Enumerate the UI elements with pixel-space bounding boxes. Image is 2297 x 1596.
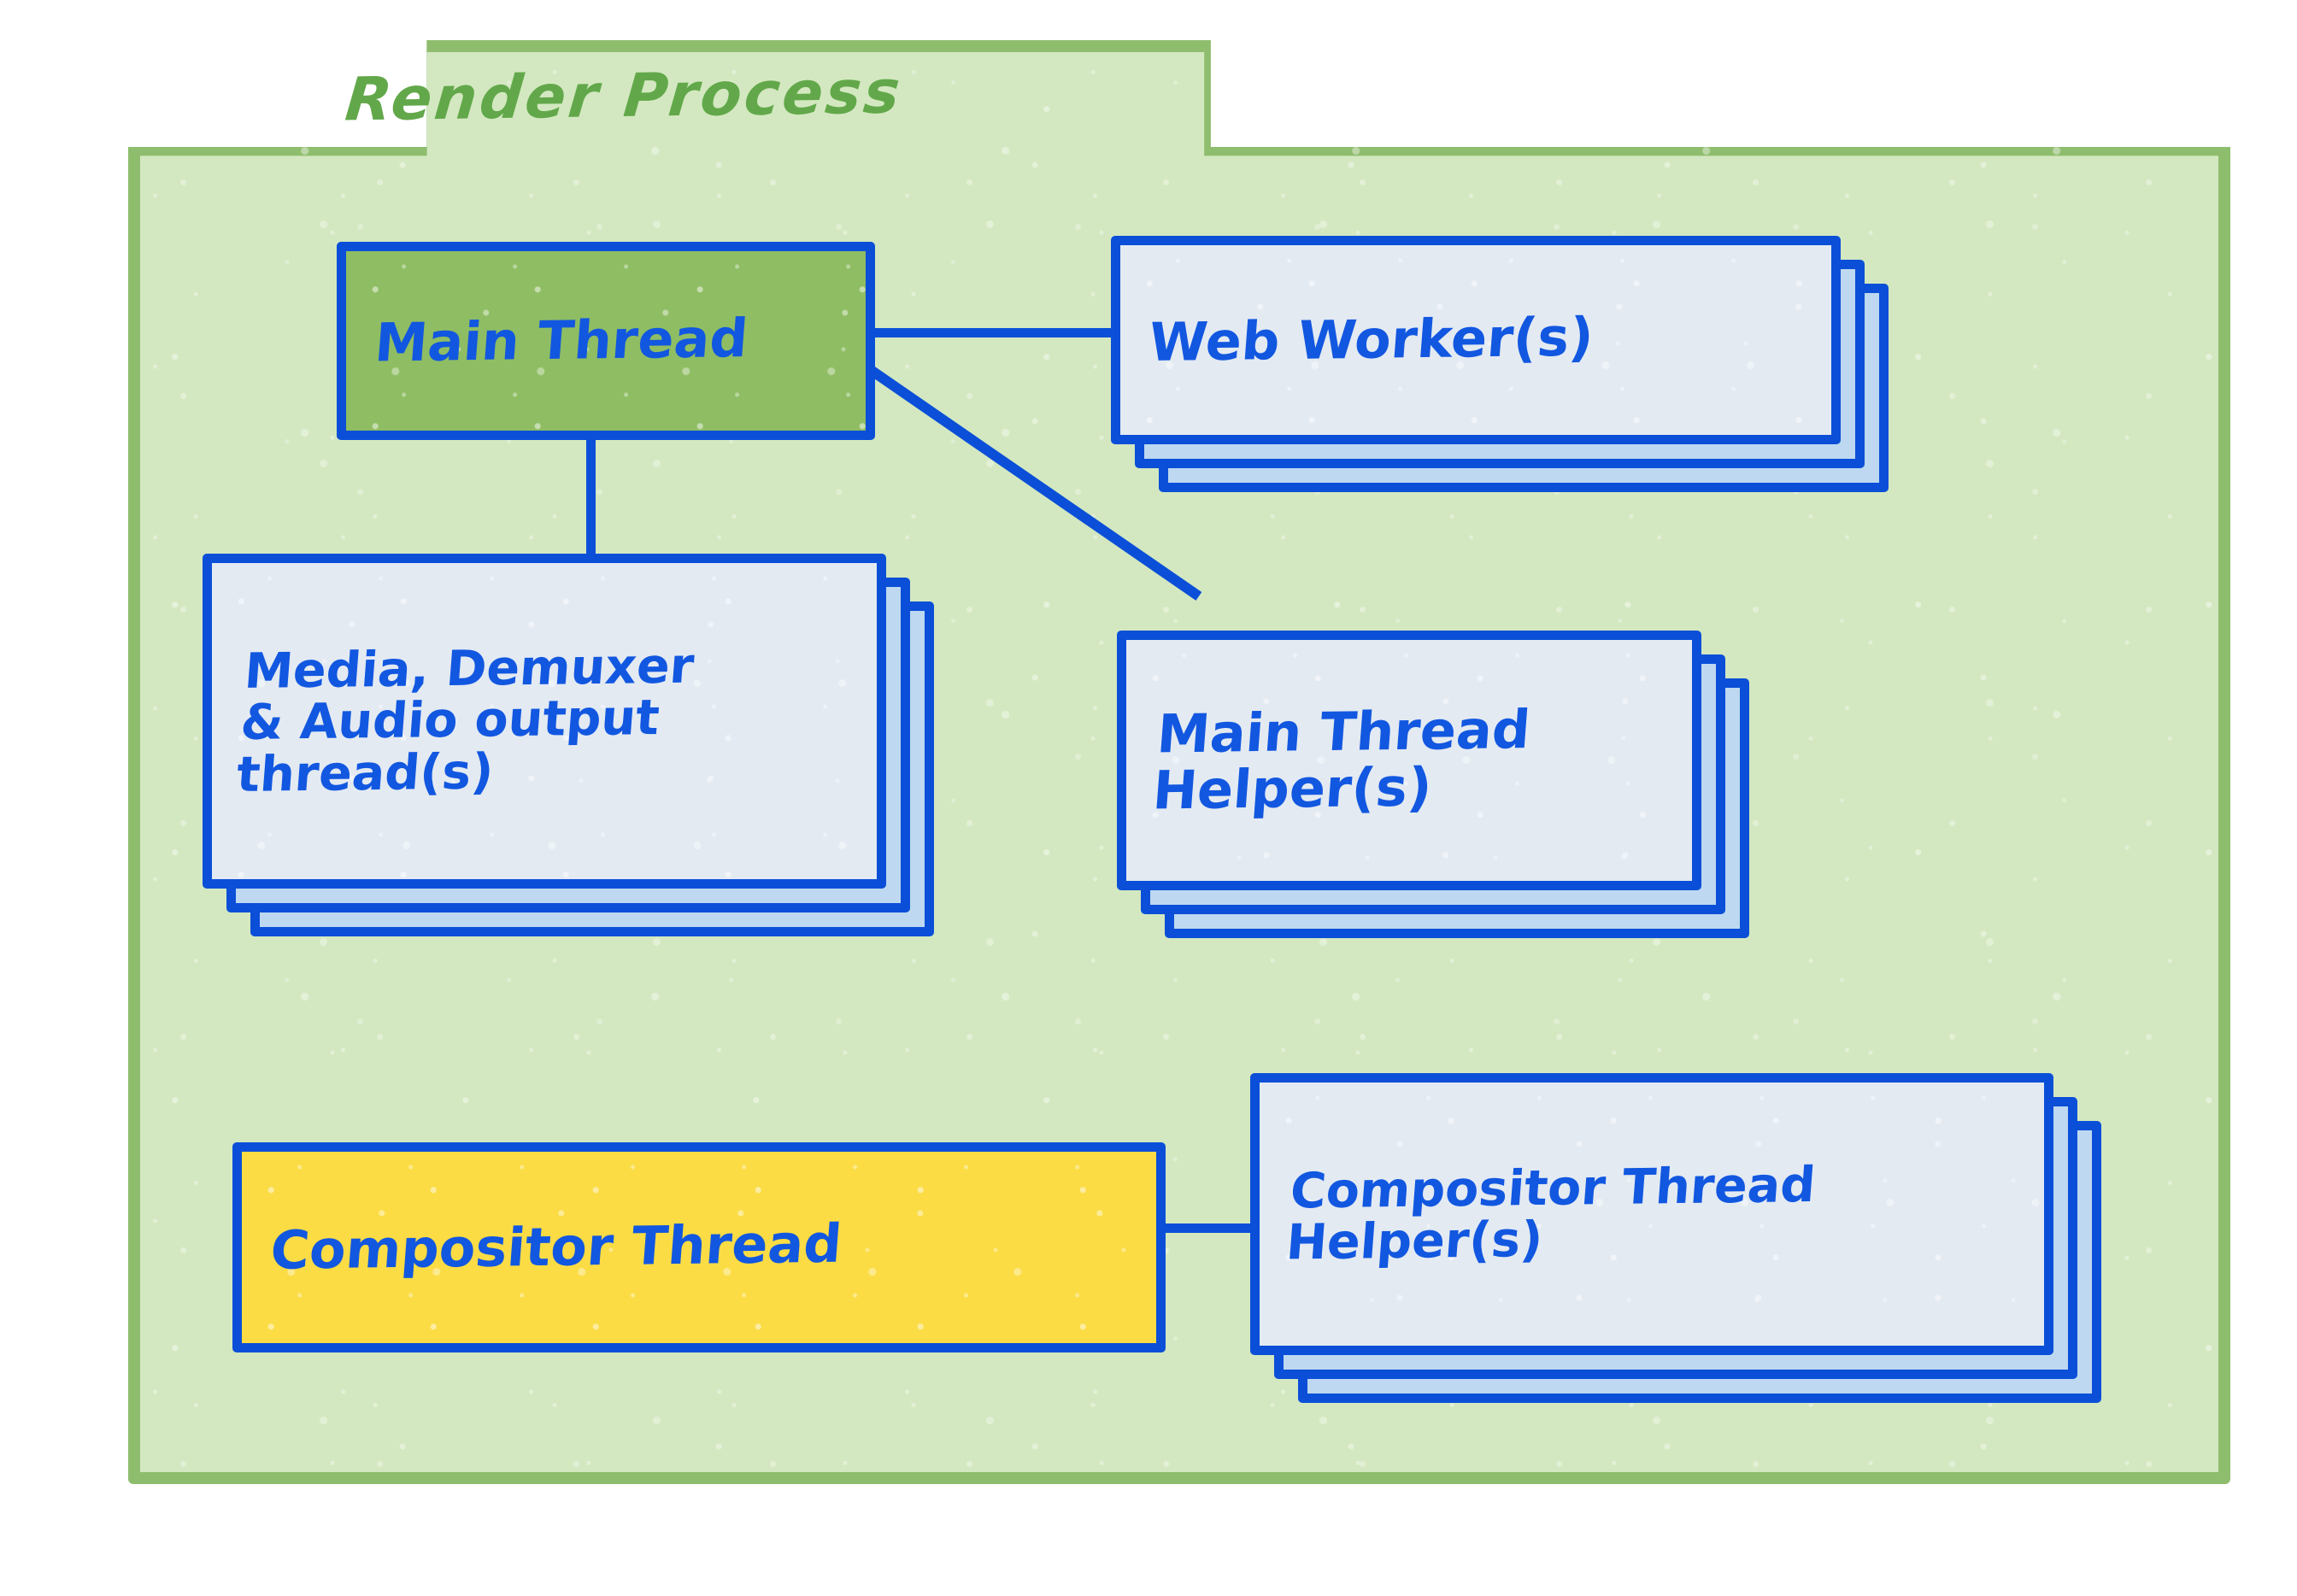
node-media-demuxer-audio-threads[interactable]: Media, Demuxer & Audio output thread(s) — [203, 554, 980, 947]
main-thread-label: Main Thread — [373, 307, 750, 374]
compositor-thread-card[interactable]: Compositor Thread — [232, 1142, 1166, 1352]
node-compositor-thread[interactable]: Compositor Thread — [232, 1142, 1166, 1352]
web-workers-label: Web Worker(s) — [1147, 305, 1596, 374]
media-threads-label: Media, Demuxer & Audio output thread(s) — [234, 637, 696, 804]
node-main-thread-helpers[interactable]: Main Thread Helper(s) — [1117, 631, 1801, 955]
compositor-helpers-card[interactable]: Compositor Thread Helper(s) — [1250, 1073, 2053, 1355]
node-web-workers[interactable]: Web Worker(s) — [1111, 236, 1889, 492]
compositor-helpers-label: Compositor Thread Helper(s) — [1284, 1156, 1818, 1271]
edge-main-thread-to-web-workers — [873, 328, 1118, 337]
node-compositor-thread-helpers[interactable]: Compositor Thread Helper(s) — [1250, 1073, 2165, 1432]
node-main-thread[interactable]: Main Thread — [337, 242, 875, 440]
edge-main-thread-to-media-threads — [586, 436, 596, 564]
web-workers-card[interactable]: Web Worker(s) — [1111, 236, 1841, 444]
main-thread-card[interactable]: Main Thread — [337, 242, 875, 440]
main-thread-helpers-card[interactable]: Main Thread Helper(s) — [1117, 631, 1701, 890]
edge-compositor-thread-to-compositor-helpers — [1164, 1223, 1258, 1233]
render-process-title: Render Process — [342, 56, 906, 135]
main-thread-helpers-label: Main Thread Helper(s) — [1150, 698, 1533, 822]
compositor-thread-label: Compositor Thread — [267, 1212, 844, 1282]
media-threads-card[interactable]: Media, Demuxer & Audio output thread(s) — [203, 554, 886, 889]
